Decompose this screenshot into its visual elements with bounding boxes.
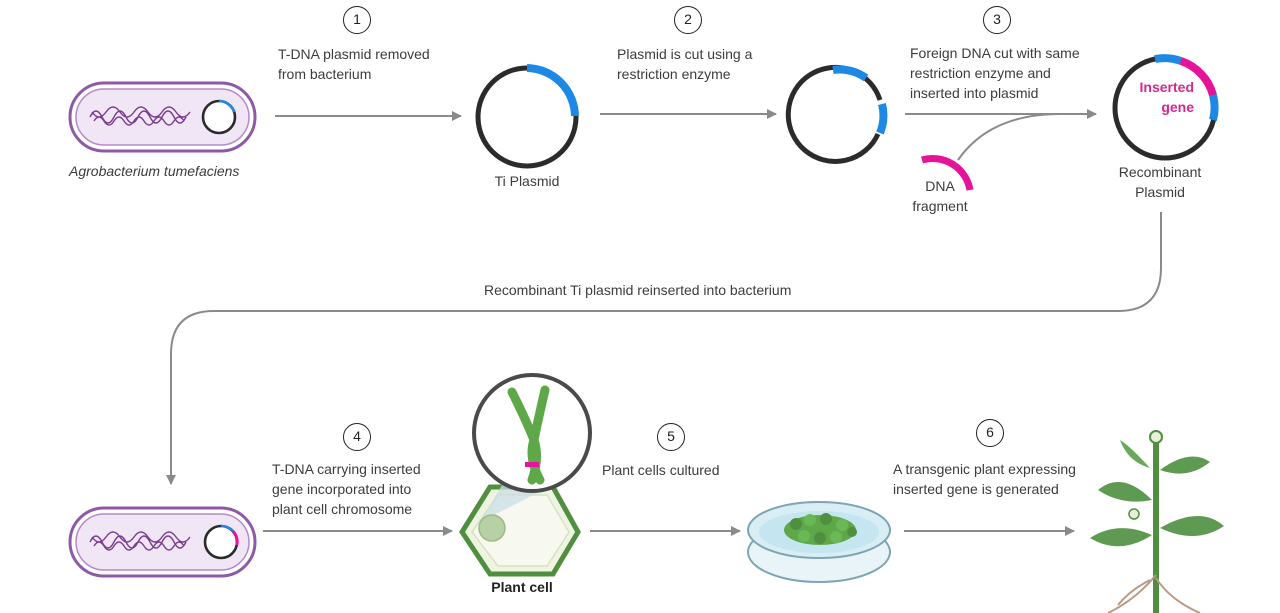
- plant-cell-icon: [459, 480, 581, 577]
- transgenic-plant-icon: [1090, 430, 1224, 613]
- bacterium-label: Agrobacterium tumefaciens: [69, 163, 240, 179]
- dna-fragment-icon: [921, 155, 974, 191]
- cut-plasmid-icon: [785, 64, 888, 164]
- step-5-label: Plant cells cultured: [602, 462, 720, 478]
- dna-coil-icon: [89, 106, 191, 126]
- step-number-6: 6: [976, 419, 1004, 447]
- plant-cell-label: Plant cell: [491, 579, 553, 595]
- chromosome-magnifier: [472, 373, 592, 493]
- reinsert-label: Recombinant Ti plasmid reinserted into b…: [484, 282, 792, 298]
- connector-reinsert: [166, 212, 1162, 485]
- dna-coil-icon: [89, 531, 191, 551]
- step-number-4: 4: [343, 423, 371, 451]
- inserted-gene-label: Inserted gene: [1139, 79, 1194, 115]
- chromosome-icon: [507, 385, 550, 485]
- step-2-label: Plasmid is cut using a restriction enzym…: [617, 46, 753, 82]
- bacterium-top: [68, 81, 257, 153]
- step-6-label: A transgenic plant expressing inserted g…: [893, 461, 1076, 497]
- dna-fragment-label: DNA fragment: [912, 178, 968, 214]
- bacterium-bottom: [68, 506, 257, 578]
- step-1-label: T-DNA plasmid removed from bacterium: [278, 46, 430, 82]
- petri-dish-icon: [747, 501, 891, 583]
- step-3-label: Foreign DNA cut with same restriction en…: [910, 45, 1080, 101]
- recombinant-plasmid-icon: [1112, 54, 1219, 161]
- nucleus-icon: [478, 514, 506, 542]
- ti-plasmid-label: Ti Plasmid: [494, 173, 560, 189]
- arrow-fragment-join: [957, 113, 1061, 161]
- step-number-1: 1: [343, 6, 371, 34]
- recombinant-plasmid-label: Recombinant Plasmid: [1118, 164, 1202, 200]
- step-4-label: T-DNA carrying inserted gene incorporate…: [272, 461, 421, 517]
- step-number-5: 5: [657, 423, 685, 451]
- step-number-2: 2: [674, 6, 702, 34]
- step-number-3: 3: [983, 6, 1011, 34]
- ti-plasmid-icon: [475, 64, 579, 169]
